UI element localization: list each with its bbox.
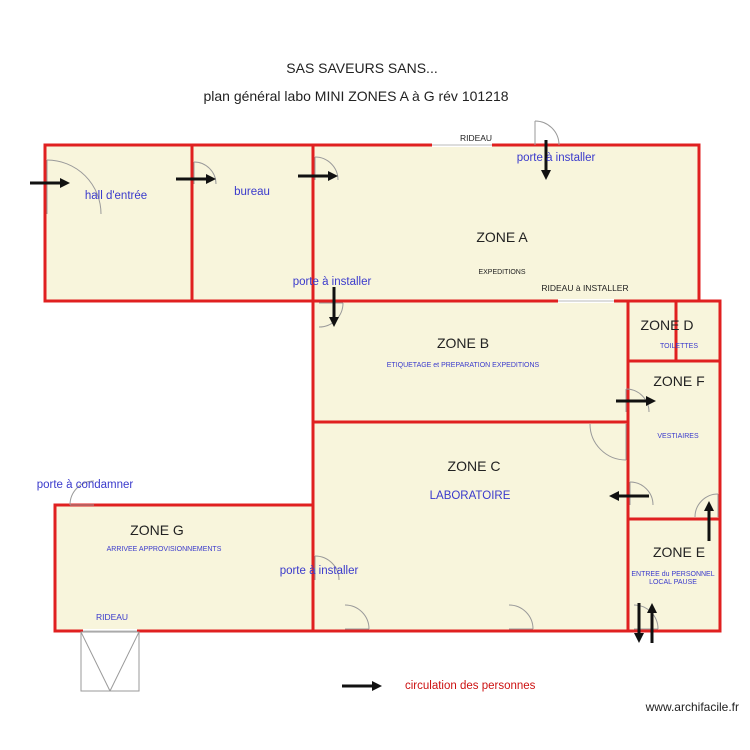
label-zone-c: ZONE C [448,458,501,474]
label-bureau: bureau [234,186,270,198]
annotation-rideau-g: RIDEAU [96,612,128,622]
plan-subtitle: plan général labo MINI ZONES A à G rév 1… [203,88,508,104]
room-hall [43,143,194,303]
rollup-door-icon [80,631,140,692]
room-zone-g [53,503,315,633]
label-zone-e-sub-2: LOCAL PAUSE [649,579,697,586]
door-swing-icon [534,120,560,146]
door-swing-icon [589,423,627,461]
plan-title: SAS SAVEURS SANS... [286,60,437,76]
label-zone-g-sub: ARRIVEE APPROVISIONNEMENTS [107,546,222,553]
label-zone-b: ZONE B [437,335,489,351]
legend-arrow-icon [340,679,384,693]
annotation-rideau-installer: RIDEAU à INSTALLER [541,283,628,293]
label-zone-d: ZONE D [641,317,694,333]
door-swing-icon [314,555,340,581]
legend-label: circulation des personnes [405,680,536,692]
label-zone-d-sub: TOILETTES [660,343,698,350]
door-swing-icon [629,481,654,506]
label-zone-g: ZONE G [130,522,184,538]
label-zone-f: ZONE F [653,373,704,389]
watermark: www.archifacile.fr [645,700,739,714]
door-swing-icon [69,480,95,506]
label-zone-e-sub-1: ENTREE du PERSONNEL [631,571,714,578]
annotation-porte-condamner: porte à condamner [37,479,134,491]
door-swing-icon [344,604,370,630]
label-zone-c-sub: LABORATOIRE [430,490,511,502]
room-zone-b [311,299,630,424]
label-zone-b-sub: ETIQUETAGE et PREPARATION EXPEDITIONS [387,362,540,369]
door-swing-icon [508,604,534,630]
label-hall: hall d'entrée [85,190,147,202]
annotation-rideau-top: RIDEAU [460,133,492,143]
room-zone-e [626,517,722,633]
room-zone-c [311,420,630,633]
annotation-porte-top: porte à installer [517,152,596,164]
room-zone-d [626,299,722,363]
annotation-porte-gc: porte à installer [280,565,359,577]
door-swing-icon [46,159,102,215]
label-zone-a-sub: EXPEDITIONS [478,269,525,276]
door-swing-icon [694,493,719,518]
label-zone-a: ZONE A [476,229,528,245]
annotation-porte-ab: porte à installer [293,276,372,288]
label-zone-e: ZONE E [653,544,705,560]
label-zone-f-sub: VESTIAIRES [657,433,699,440]
room-zone-a [311,143,701,303]
